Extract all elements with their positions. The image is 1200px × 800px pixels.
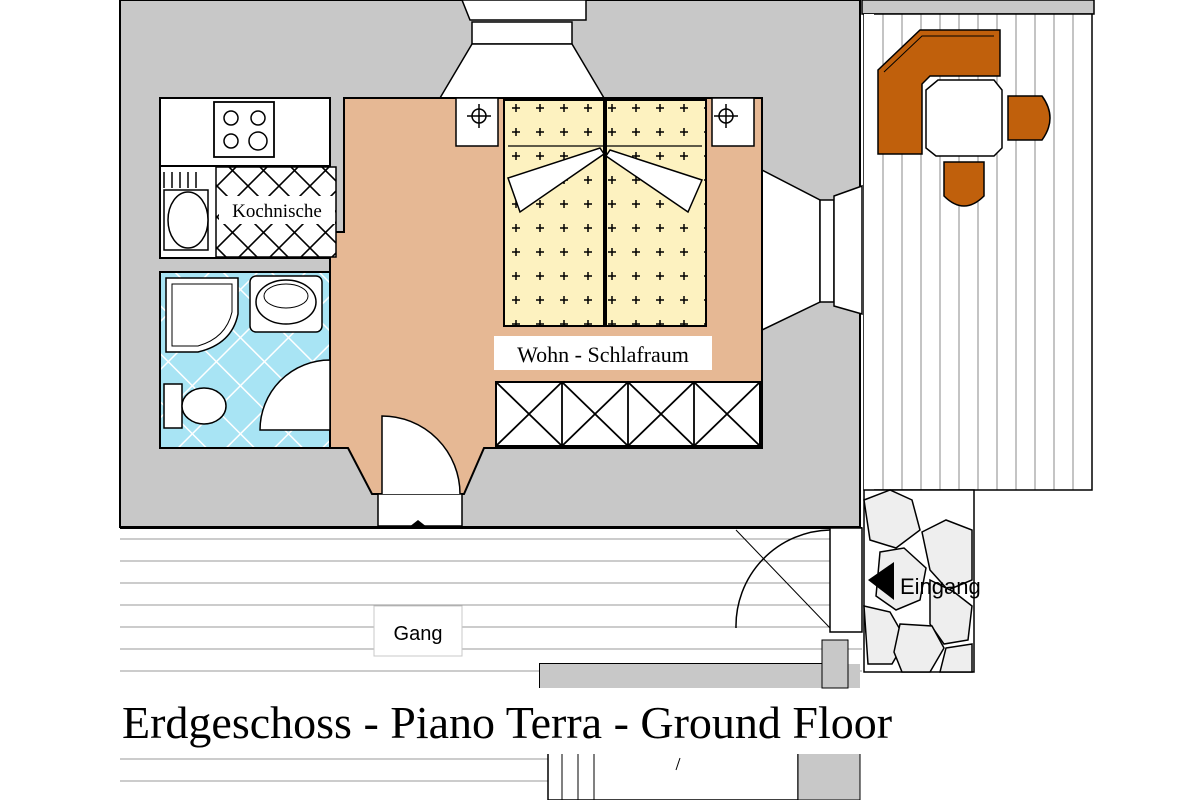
kitchenette-label: Kochnische [232, 201, 322, 222]
chair [1007, 95, 1051, 141]
washbasin [249, 275, 323, 333]
corridor-label: Gang [394, 623, 443, 645]
entrance-label: Eingang [900, 574, 981, 599]
living-bedroom-label: Wohn - Schlafraum [517, 342, 689, 367]
lamp-icon [714, 104, 738, 128]
kitchenette: Kochnische [159, 97, 337, 259]
right-window [761, 168, 863, 332]
terrace [863, 13, 1093, 491]
double-bed [455, 97, 755, 327]
stove [213, 101, 275, 158]
entrance-arrow-icon [868, 562, 894, 600]
kitchen-sink [163, 172, 209, 251]
lamp-icon [467, 104, 491, 128]
toilet [163, 383, 227, 429]
bathroom-door-swing [259, 359, 331, 431]
stone-path [863, 489, 975, 673]
chair [943, 161, 985, 207]
corner-bench [877, 29, 1001, 155]
entrance-door-swing [735, 529, 831, 629]
entry-door [377, 415, 463, 542]
bathroom [159, 271, 331, 449]
top-window [438, 0, 606, 99]
lower-stair [120, 751, 861, 800]
corridor: Gang [120, 527, 863, 689]
wardrobe-doors [495, 381, 761, 447]
floor-caption: Erdgeschoss - Piano Terra - Ground Floor [122, 692, 1052, 754]
terrace-table [925, 79, 1003, 157]
